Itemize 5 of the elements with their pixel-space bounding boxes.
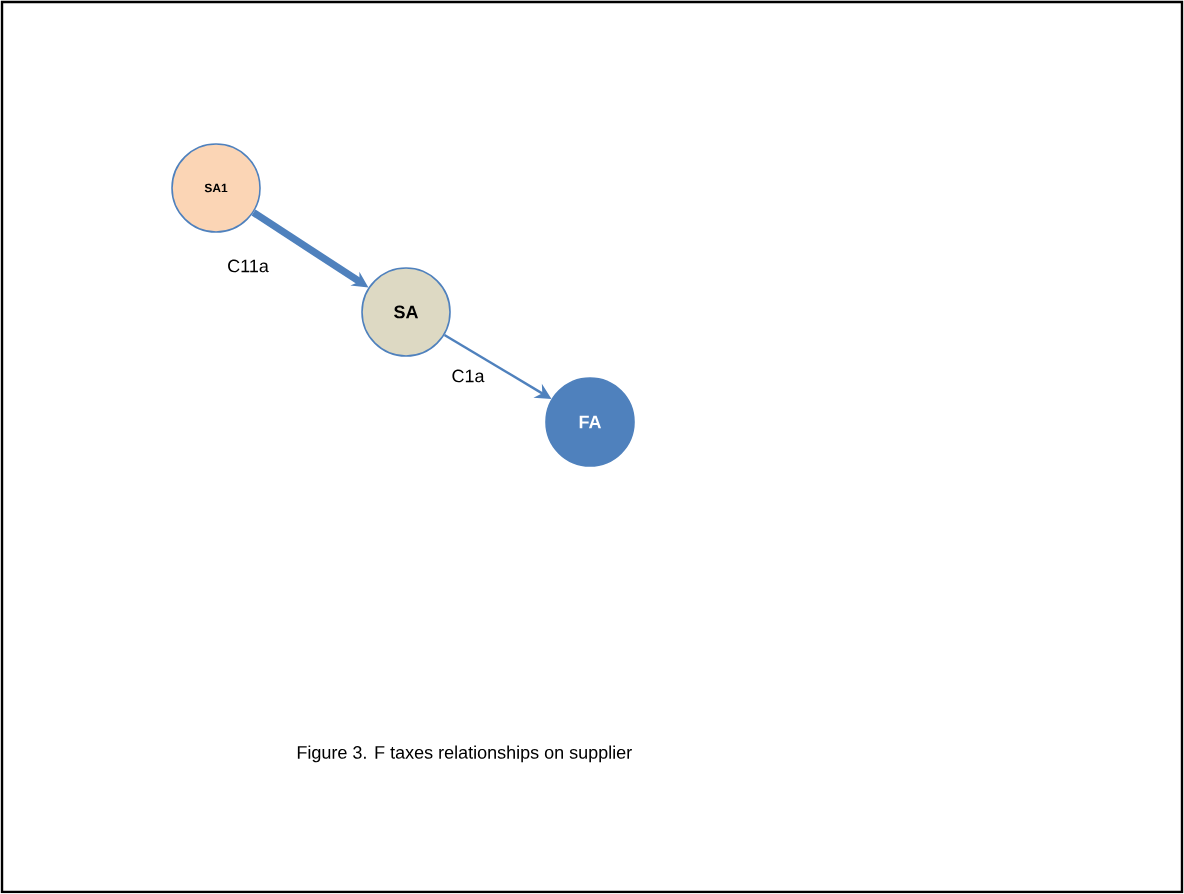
circle-node: FA	[545, 377, 635, 467]
circle-node: SA	[361, 267, 451, 357]
edge-label: C1a	[452, 369, 485, 383]
caption: Figure 3. F taxes relationships on supplier	[297, 745, 632, 763]
edge-label: C11a	[228, 259, 269, 273]
